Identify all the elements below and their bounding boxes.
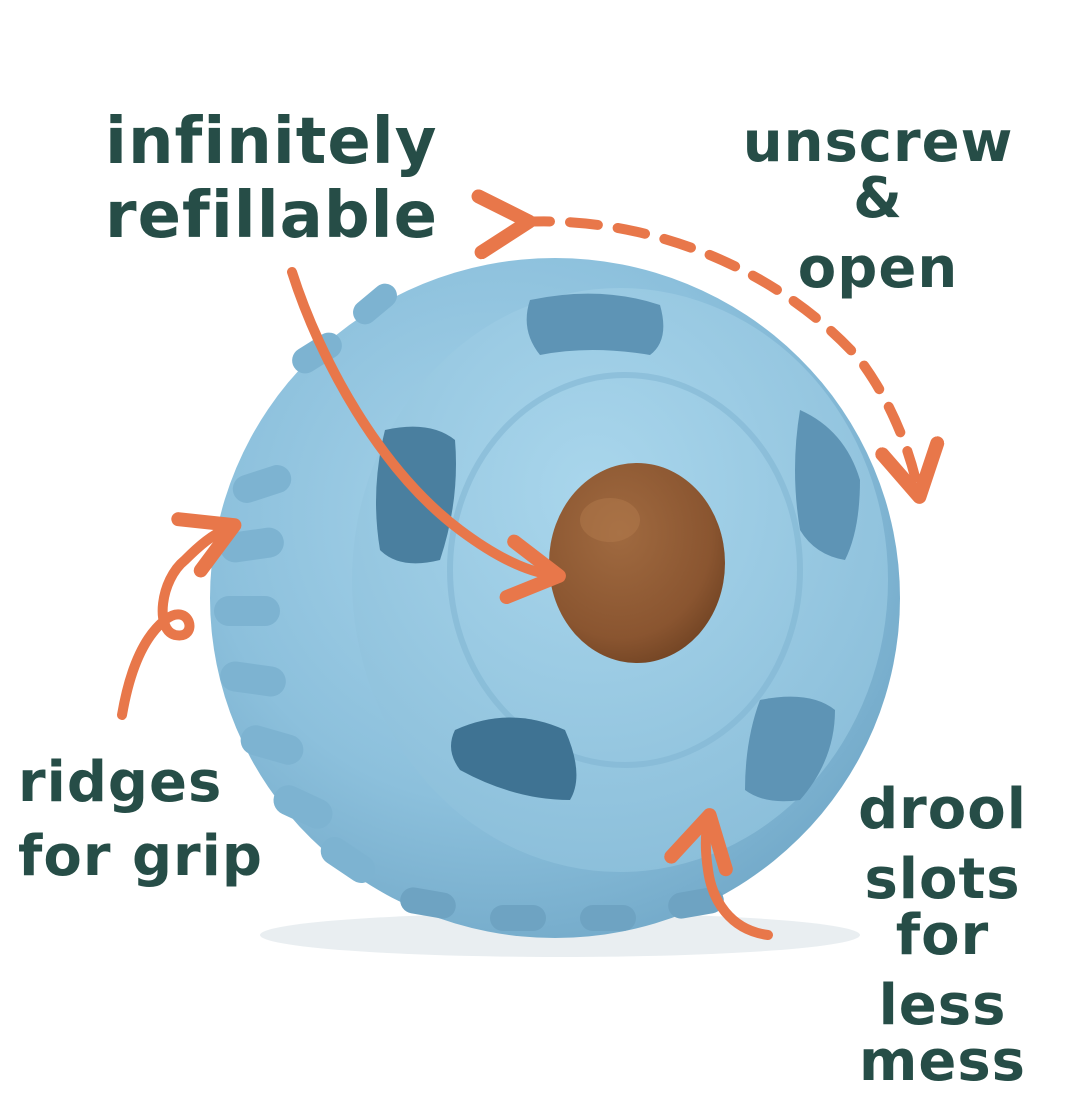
slot-top [526, 293, 664, 355]
label-line: infinitely [105, 105, 438, 179]
label-line: for grip [18, 824, 263, 889]
label-line: ridges [18, 750, 223, 815]
arrow-refillable [287, 267, 566, 605]
slot-bottom [451, 717, 577, 800]
label-line: refillable [105, 179, 438, 253]
arrow-drool [664, 808, 773, 940]
label-line: unscrew & [742, 110, 1014, 231]
label-drool-slots: drool slots for less mess [810, 782, 1075, 1090]
treat [549, 463, 725, 663]
arrow-unscrew [471, 189, 945, 504]
label-line: slots for [864, 847, 1021, 968]
label-line: open [797, 236, 959, 301]
slot-bottom-right [745, 696, 835, 802]
label-unscrew-open: unscrew & open [728, 115, 1028, 297]
label-ridges-for-grip: ridges for grip [18, 755, 263, 885]
label-infinitely-refillable: infinitely refillable [105, 110, 438, 248]
treat-highlight [580, 498, 640, 542]
label-line: drool [858, 777, 1027, 842]
label-line: less mess [859, 973, 1026, 1094]
arrow-ridges [117, 512, 242, 720]
